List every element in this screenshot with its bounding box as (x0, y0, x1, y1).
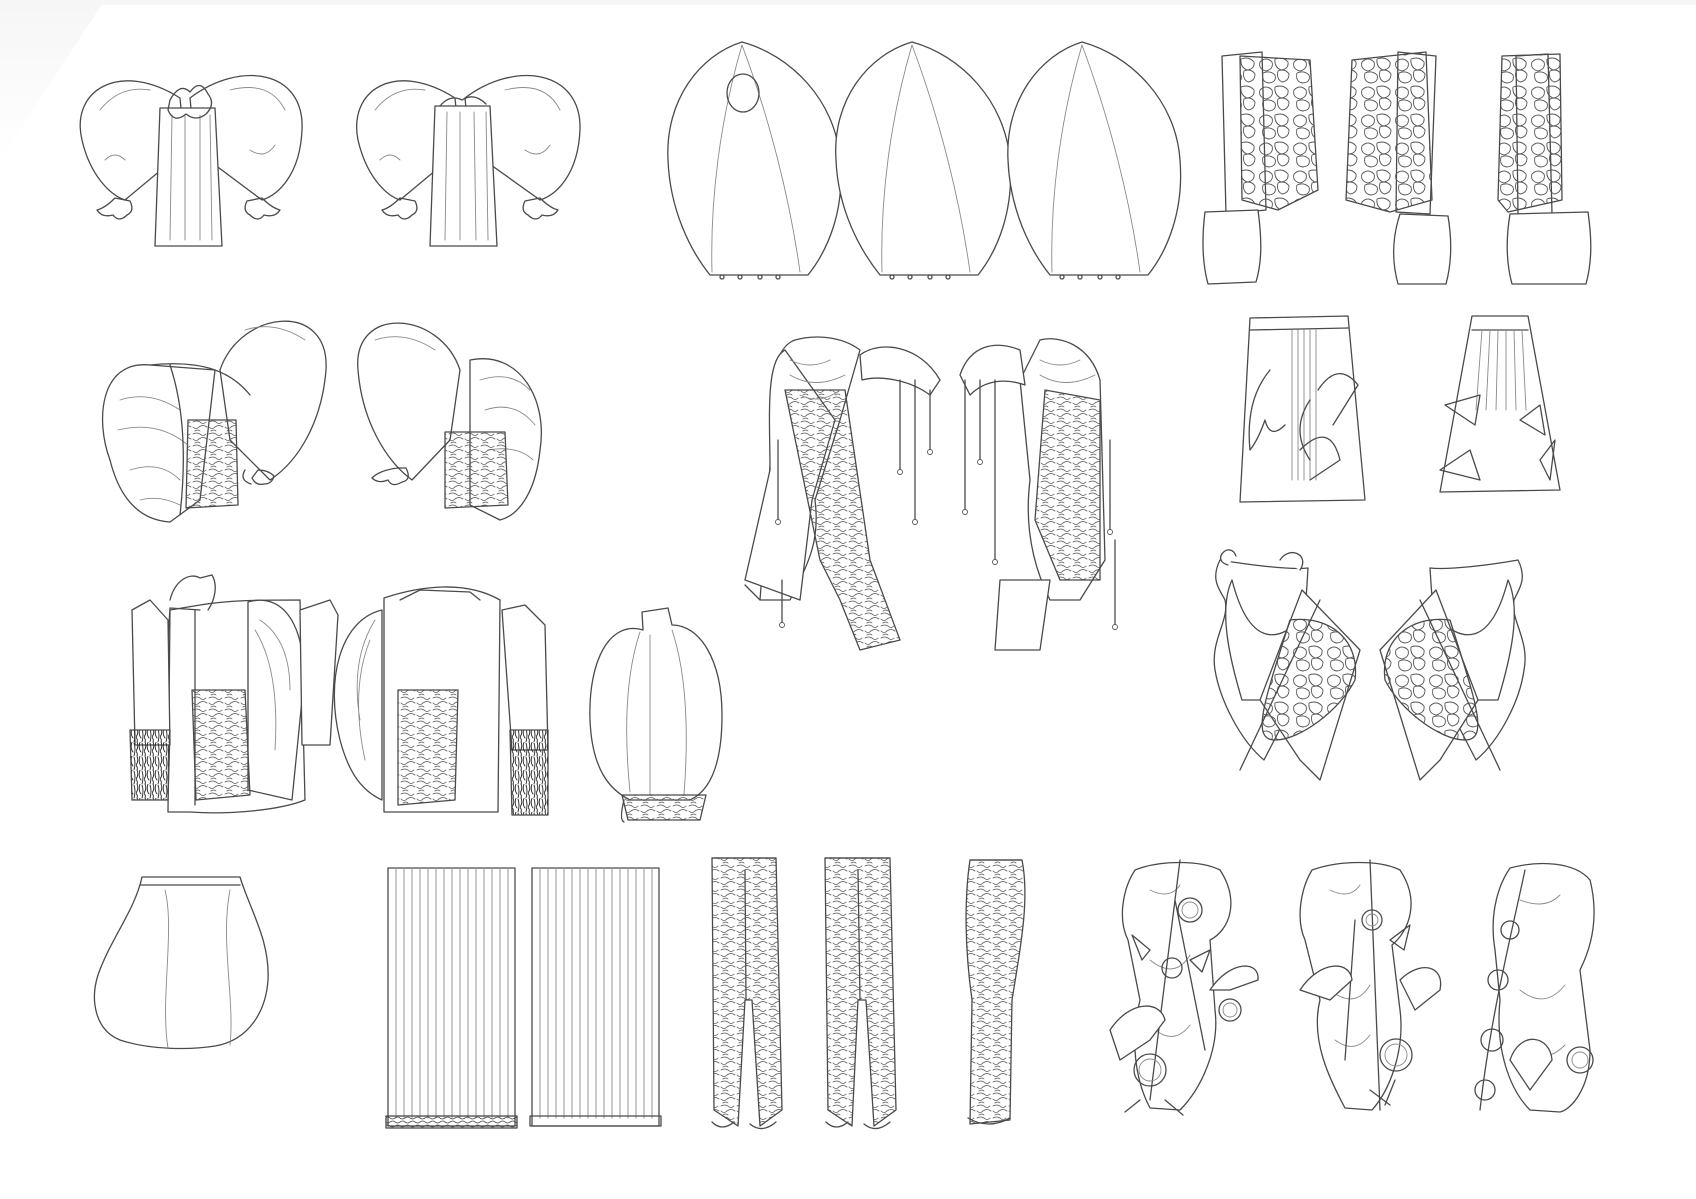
pointed-cape-back (835, 41, 1012, 280)
fringe-panel-back (529, 867, 662, 1127)
ruched-trousers-front (711, 857, 783, 1130)
puff-sleeve-top-front (79, 75, 303, 247)
ring-trousers-side (1474, 862, 1595, 1113)
pointed-cape-side (1007, 41, 1182, 280)
stand-collar-jacket-back (333, 586, 549, 816)
pebble-sleeve-2 (1345, 51, 1452, 285)
pebble-sleeve-1 (1202, 51, 1319, 285)
ring-trousers-back (1299, 859, 1442, 1111)
fringe-panel-front (385, 867, 518, 1129)
dripping-coat-front (744, 336, 941, 651)
balloon-jacket-side (589, 607, 723, 823)
ruched-trousers-back (824, 857, 897, 1130)
ring-trousers-front (1109, 859, 1259, 1116)
pebble-cape-front (1213, 549, 1361, 781)
pleated-skirt-front (1239, 315, 1366, 503)
pointed-cape-front (667, 41, 842, 280)
puff-sleeve-top-back (356, 75, 581, 247)
balloon-skirt (93, 876, 269, 1050)
dripping-coat-back (959, 338, 1118, 651)
pebble-sleeve-3 (1497, 53, 1592, 285)
pleated-skirt-back (1439, 315, 1561, 493)
pebble-cape-back (1379, 559, 1526, 781)
stand-collar-jacket-front (129, 574, 339, 814)
draped-puff-top-front (101, 320, 327, 523)
ruched-trousers-side (965, 859, 1026, 1125)
draped-puff-top-back (357, 322, 542, 521)
